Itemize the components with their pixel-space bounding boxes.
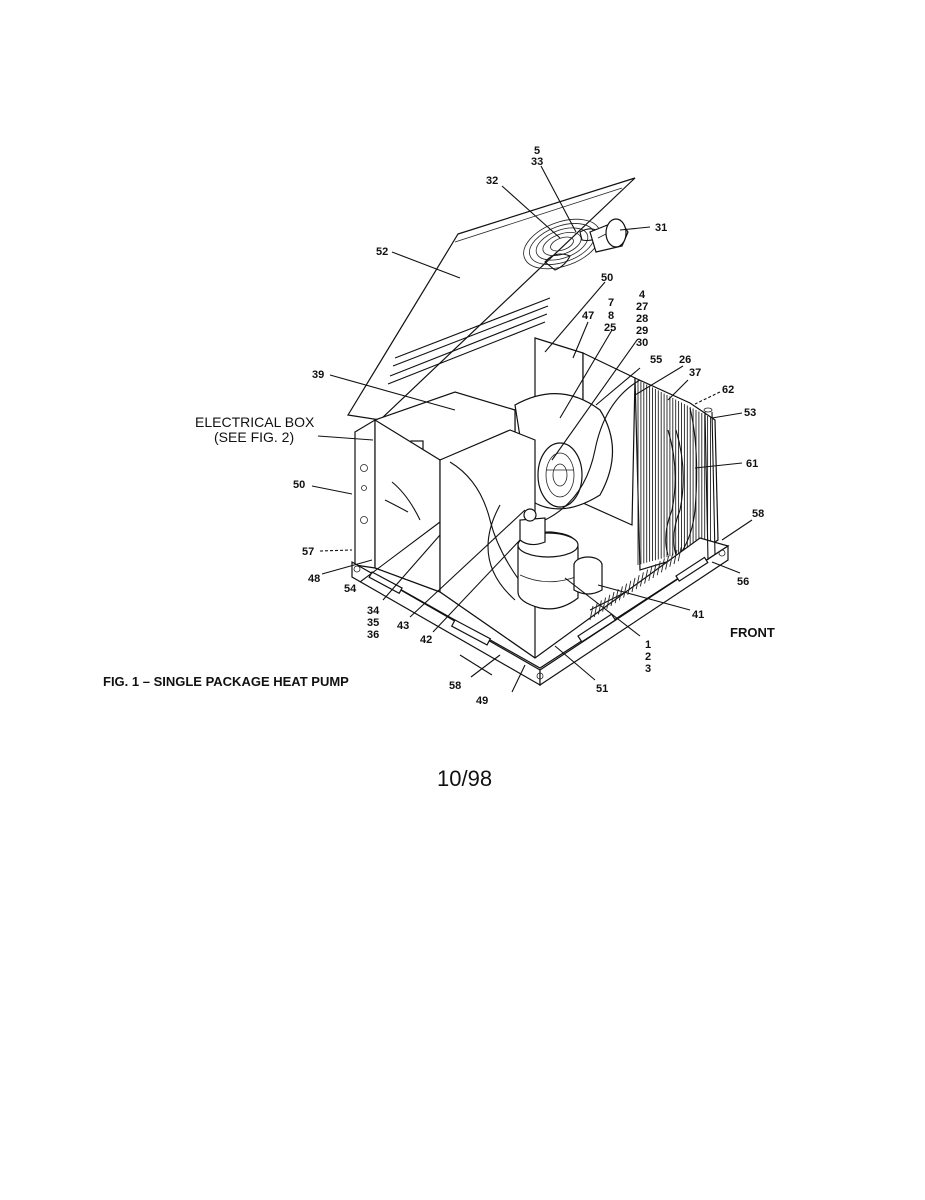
callout-5: 5 [534,145,540,157]
coil-fin [593,603,598,618]
callout-61: 61 [746,458,758,470]
coil-fin [623,583,628,598]
callout-37: 37 [689,367,701,379]
outdoor-coil [634,377,719,571]
fan-motor [589,218,629,253]
coil-fin [648,566,653,581]
callout-1: 1 [645,639,651,651]
coil-fin [610,591,615,607]
compressor [517,531,579,610]
callout-25: 25 [604,322,616,334]
callout-49: 49 [476,695,488,707]
page-date: 10/98 [437,766,492,791]
callout-3: 3 [645,663,651,675]
coil-fin [644,569,649,584]
callout-56: 56 [737,576,749,588]
coil-fin [652,563,657,579]
callout-58-right: 58 [752,508,764,520]
electrical-box-sub-label: (SEE FIG. 2) [214,429,294,445]
callout-39: 39 [312,369,324,381]
accumulator [519,508,546,546]
top-cover-panel [347,177,636,421]
callout-55: 55 [650,354,662,366]
callout-4: 4 [639,289,646,301]
coil-fin [665,555,670,570]
callout-31: 31 [655,222,667,234]
coil-fin [673,549,678,565]
callout-58-bottom: 58 [449,680,461,692]
coil-fin [606,594,611,609]
callout-7: 7 [608,297,614,309]
figure-caption: FIG. 1 – SINGLE PACKAGE HEAT PUMP [103,674,349,689]
callout-27: 27 [636,301,648,313]
callout-labels: 5 33 32 31 52 50 4 7 27 47 8 28 25 29 30… [293,145,764,707]
blower-assembly [514,393,614,510]
coil-fin [660,558,665,573]
base-pan [351,537,730,687]
callout-51: 51 [596,683,608,695]
coil-fin [618,586,623,601]
callout-48: 48 [308,573,320,585]
callout-35: 35 [367,617,379,629]
callout-30: 30 [636,337,648,349]
callout-52: 52 [376,246,388,258]
leader-lines [311,165,753,693]
callout-50-top: 50 [601,272,613,284]
callout-41: 41 [692,609,704,621]
coil-fin [614,589,619,604]
muffler [573,556,603,595]
coil-fin [677,547,682,562]
electrical-box-label: ELECTRICAL BOX [195,414,315,430]
coil-fin [627,580,632,595]
callout-54: 54 [344,583,357,595]
callout-29: 29 [636,325,648,337]
callout-62: 62 [722,384,734,396]
callout-32: 32 [486,175,498,187]
coil-fin [631,577,636,593]
coil-fin [635,575,640,590]
condenser-fan-assembly [523,218,629,271]
coil-fin [656,561,661,576]
refrigerant-tubing [487,379,698,611]
coil-fin [597,600,602,615]
callout-36: 36 [367,629,379,641]
coil-fin [589,605,594,621]
callout-34: 34 [367,605,380,617]
callout-2: 2 [645,651,651,663]
callout-57: 57 [302,546,314,558]
callout-26: 26 [679,354,691,366]
coil-fin [639,572,644,587]
callout-8: 8 [608,310,614,322]
coil-fin [602,597,607,612]
callout-47: 47 [582,310,594,322]
callout-28: 28 [636,313,648,325]
left-side-panel [354,418,441,593]
service-valve-rods [703,407,716,561]
callout-43: 43 [397,620,409,632]
front-label: FRONT [730,625,775,640]
callout-33: 33 [531,156,543,168]
callout-50-left: 50 [293,479,305,491]
callout-42: 42 [420,634,432,646]
callout-53: 53 [744,407,756,419]
coil-fin [669,552,674,567]
